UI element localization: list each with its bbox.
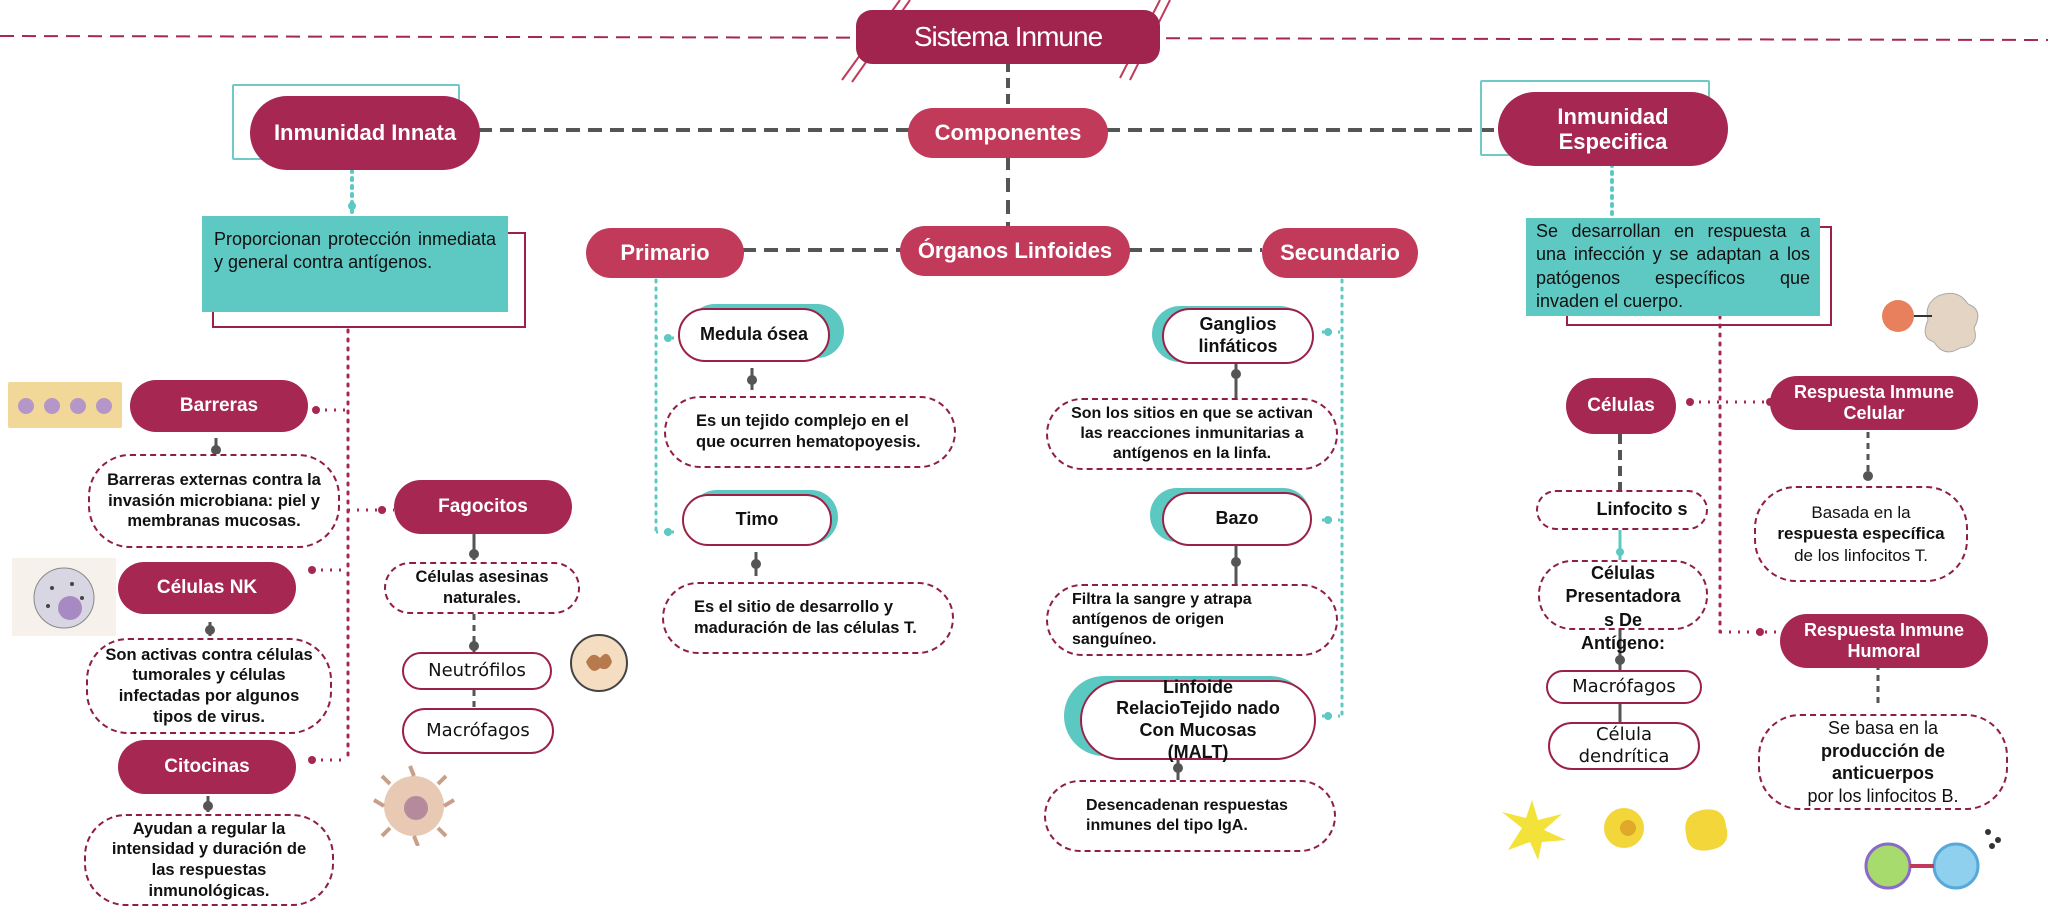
epithelial-cells-image bbox=[8, 382, 122, 428]
malt-description: Desencadenan respuestas inmunes del tipo… bbox=[1044, 780, 1336, 852]
cellular-response-node: Respuesta Inmune Celular bbox=[1770, 376, 1978, 430]
humoral-desc-bold: producción de anticuerpos bbox=[1820, 740, 1945, 784]
cells-item: Linfocito s bbox=[1536, 490, 1708, 530]
cellular-response-description: Basada en la respuesta específica de los… bbox=[1754, 486, 1968, 582]
thymus-node: Timo bbox=[682, 494, 832, 546]
specific-description: Se desarrollan en respuesta a una infecc… bbox=[1526, 218, 1820, 316]
bone-marrow-node: Medula ósea bbox=[678, 308, 830, 362]
lymphoid-organs-node: Órganos Linfoides bbox=[900, 226, 1130, 276]
phagocytes-item: Neutrófilos bbox=[402, 652, 552, 690]
mhc-class-ii-icon bbox=[1864, 829, 2001, 890]
cells-item: Macrófagos bbox=[1546, 670, 1702, 704]
secondary-organs-node: Secundario bbox=[1262, 228, 1418, 278]
cells-node: Células bbox=[1566, 378, 1676, 434]
phagocytes-node: Fagocitos bbox=[394, 480, 572, 534]
cytokines-node: Citocinas bbox=[118, 740, 296, 794]
nk-cells-node: Células NK bbox=[118, 562, 296, 614]
innate-description: Proporcionan protección inmediata y gene… bbox=[202, 216, 508, 312]
antigen-presenting-cells-icon bbox=[1502, 800, 1728, 860]
spleen-description: Filtra la sangre y atrapa antígenos de o… bbox=[1046, 584, 1338, 656]
humoral-desc-pre: Se basa en la bbox=[1827, 718, 1939, 738]
components-node: Componentes bbox=[908, 108, 1108, 158]
dendritic-cells-image bbox=[1492, 798, 1742, 865]
cytokines-description: Ayudan a regular la intensidad y duració… bbox=[84, 814, 334, 906]
cells-item: Célula dendrítica bbox=[1548, 722, 1700, 770]
cells-item: Células Presentadora s De Antígeno: bbox=[1538, 560, 1708, 653]
cellular-desc-post: de los linfocitos T. bbox=[1794, 545, 1928, 565]
humoral-response-node: Respuesta Inmune Humoral bbox=[1780, 614, 1988, 668]
cellular-desc-bold: respuesta específica bbox=[1777, 524, 1945, 544]
primary-organs-node: Primario bbox=[586, 228, 744, 278]
barriers-node: Barreras bbox=[130, 380, 308, 432]
neutrophil-image bbox=[566, 632, 632, 699]
mhc-class-i-image bbox=[1878, 282, 1990, 367]
epithelial-cells-icon bbox=[18, 398, 112, 414]
malt-node: Linfoide RelacioTejido nado Con Mucosas … bbox=[1080, 677, 1316, 762]
phagocytes-item: Macrófagos bbox=[402, 708, 554, 754]
innate-immunity-node: Inmunidad Innata bbox=[250, 96, 480, 170]
macrophage-icon bbox=[372, 765, 456, 847]
mhc-class-i-icon bbox=[1882, 292, 1979, 353]
bone-marrow-description: Es un tejido complejo en el que ocurren … bbox=[664, 396, 956, 468]
specific-immunity-node: Inmunidad Especifica bbox=[1498, 92, 1728, 166]
nk-cell-image bbox=[12, 558, 116, 636]
lymph-nodes-node: Ganglios linfáticos bbox=[1162, 308, 1314, 364]
neutrophil-icon bbox=[570, 634, 628, 692]
cellular-desc-pre: Basada en la bbox=[1811, 503, 1911, 523]
macrophage-image bbox=[370, 764, 458, 851]
nk-cells-description: Son activas contra células tumorales y c… bbox=[86, 638, 332, 734]
lymph-nodes-description: Son los sitios en que se activan las rea… bbox=[1046, 398, 1338, 470]
spleen-node: Bazo bbox=[1162, 492, 1312, 546]
thymus-description: Es el sitio de desarrollo y maduración d… bbox=[662, 582, 954, 654]
phagocytes-item: Células asesinas naturales. bbox=[384, 562, 580, 614]
mhc-class-ii-image bbox=[1852, 818, 2008, 909]
humoral-response-description: Se basa en la producción de anticuerpos … bbox=[1758, 714, 2008, 810]
page-title: Sistema Inmune bbox=[856, 10, 1160, 64]
nk-cell-icon bbox=[33, 567, 95, 629]
humoral-desc-post: por los linfocitos B. bbox=[1807, 785, 1959, 806]
barriers-description: Barreras externas contra la invasión mic… bbox=[88, 454, 340, 548]
